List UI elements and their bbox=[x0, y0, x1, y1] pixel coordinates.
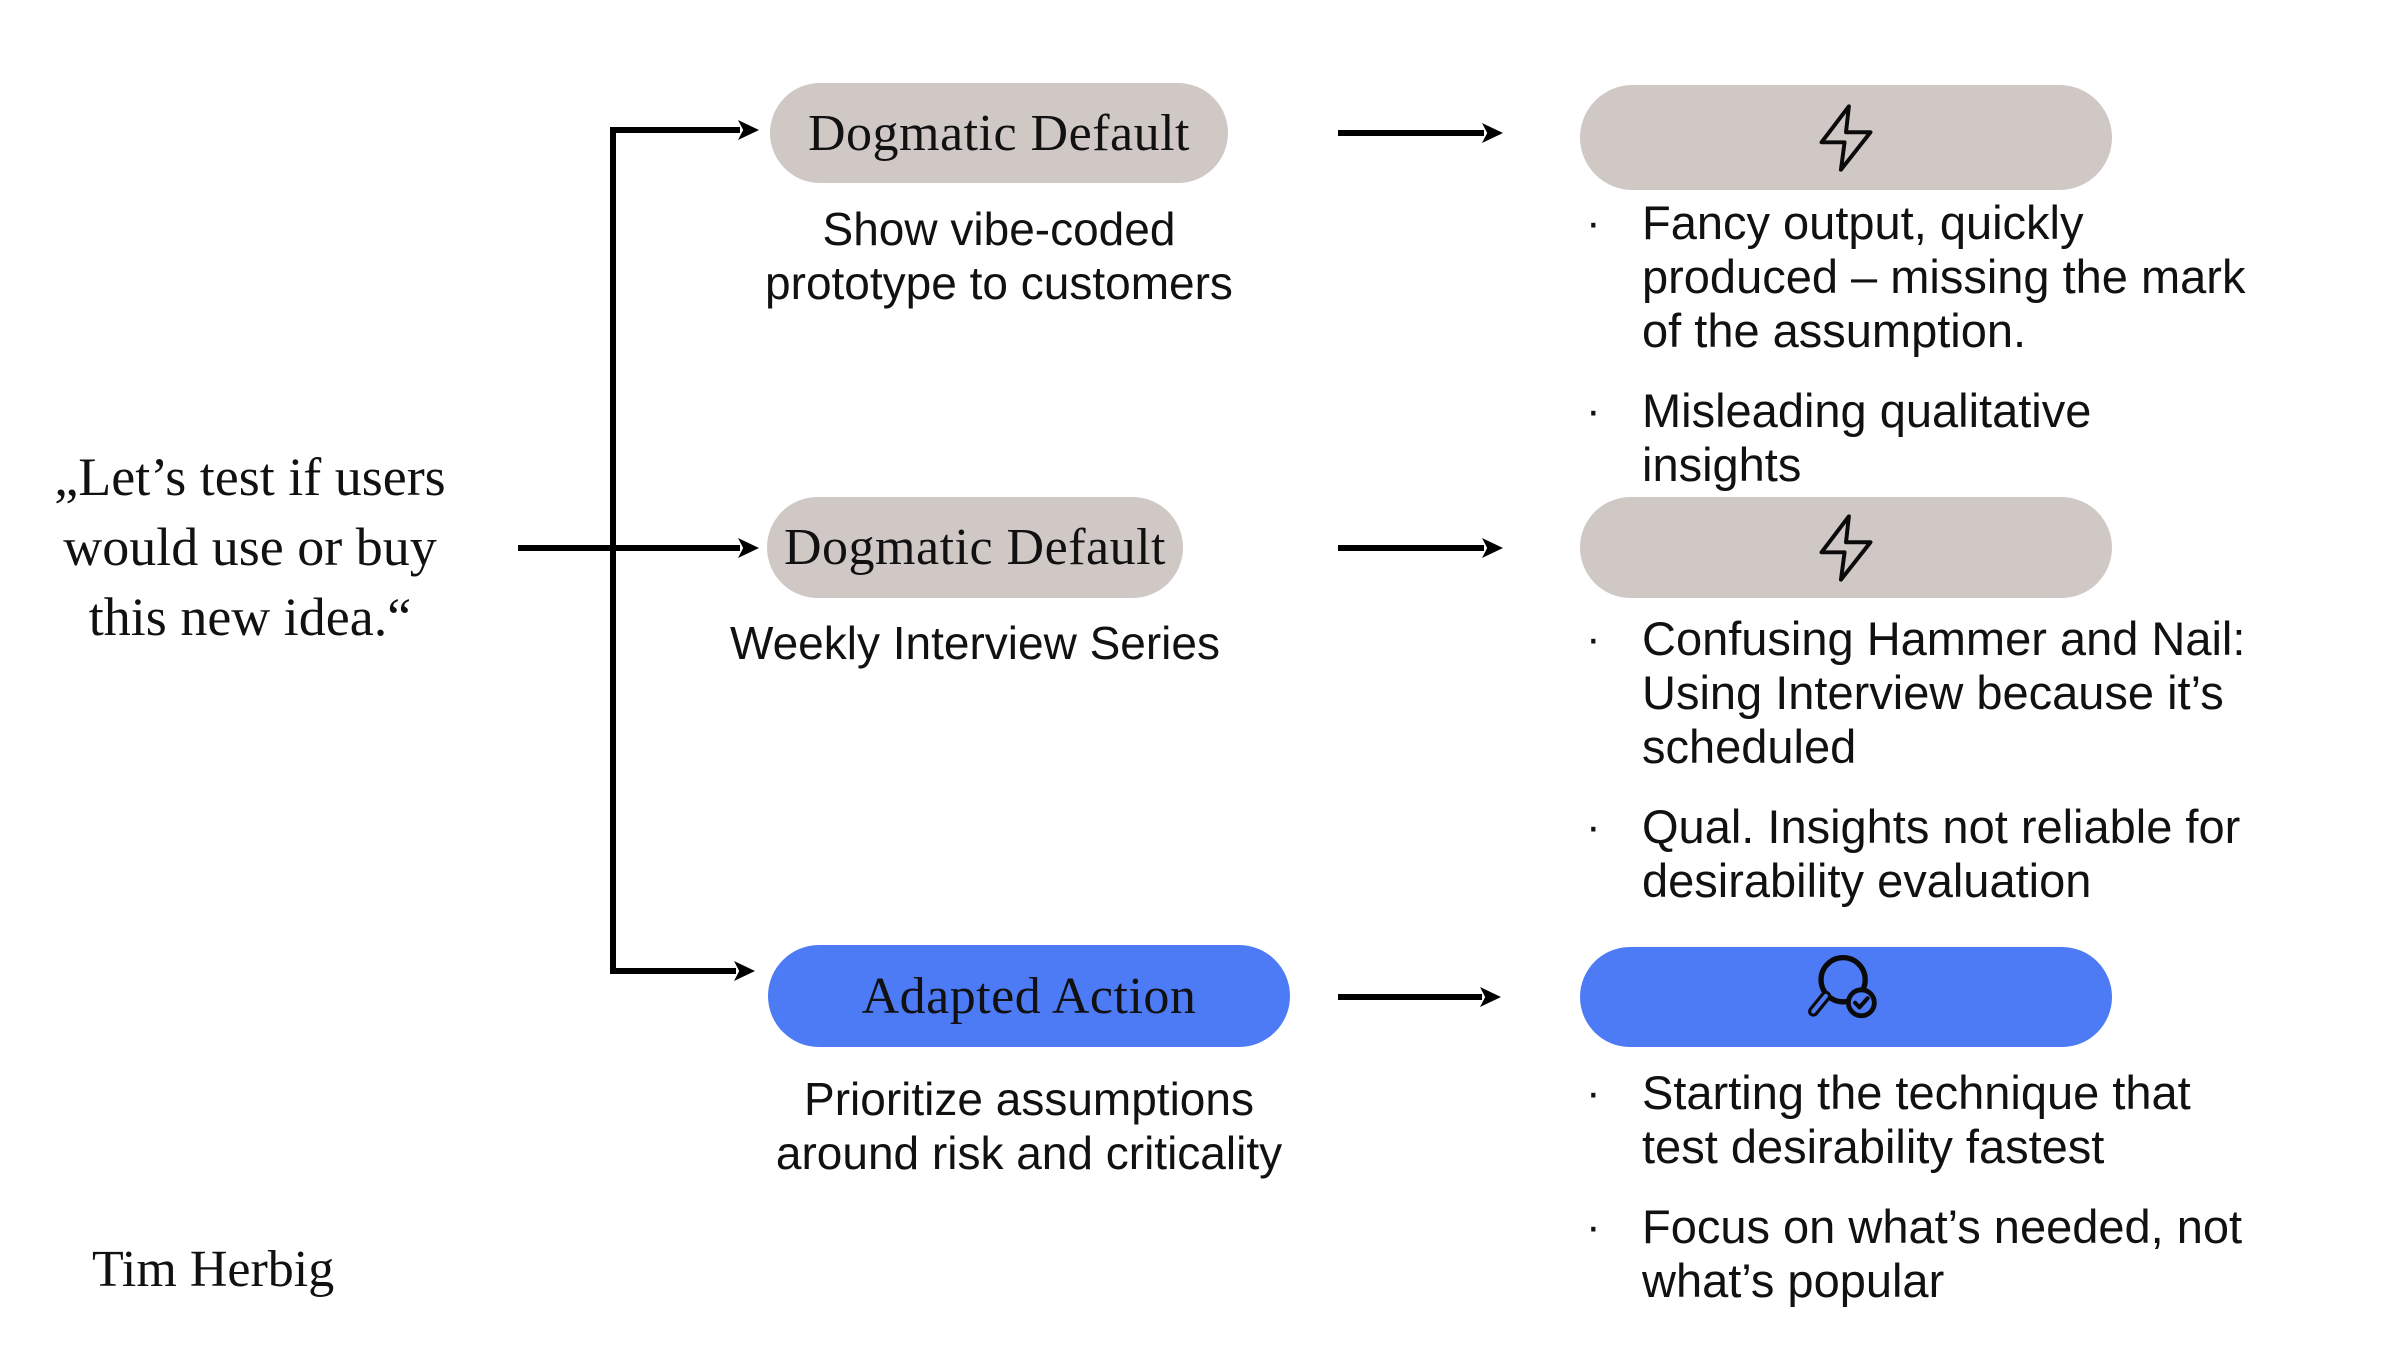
bullet-text: Confusing Hammer and Nail: Using Intervi… bbox=[1642, 612, 2246, 773]
row1-default-pill: Dogmatic Default bbox=[770, 83, 1228, 183]
bullet-dot: · bbox=[1586, 1202, 1601, 1251]
bullet-dot: · bbox=[1586, 386, 1601, 435]
quote-text: „Let’s test if users would use or buy th… bbox=[54, 447, 446, 647]
row2-default-pill: Dogmatic Default bbox=[767, 497, 1183, 598]
row3-pill-label: Adapted Action bbox=[861, 967, 1197, 1025]
list-item: · Starting the technique that test desir… bbox=[1580, 1066, 2380, 1174]
bullet-text: Fancy output, quickly produced – missing… bbox=[1642, 196, 2246, 357]
bullet-dot: · bbox=[1586, 1068, 1601, 1117]
list-item: · Misleading qualitative insights bbox=[1580, 384, 2380, 492]
row3-adapted-pill: Adapted Action bbox=[768, 945, 1290, 1047]
row3-result-pill bbox=[1580, 947, 2112, 1047]
bullet-dot: · bbox=[1586, 198, 1601, 247]
list-item: · Fancy output, quickly produced – missi… bbox=[1580, 196, 2380, 358]
bullet-text: Focus on what’s needed, not what’s popul… bbox=[1642, 1200, 2243, 1307]
list-item: · Confusing Hammer and Nail: Using Inter… bbox=[1580, 612, 2380, 774]
bullet-text: Starting the technique that test desirab… bbox=[1642, 1066, 2191, 1173]
row1-pill-label: Dogmatic Default bbox=[808, 104, 1190, 162]
row2-pill-label: Dogmatic Default bbox=[784, 519, 1166, 576]
row3-bullet-list: · Starting the technique that test desir… bbox=[1580, 1066, 2380, 1308]
magnifier-check-icon bbox=[1808, 955, 1877, 1019]
lightning-icon bbox=[1819, 103, 1873, 172]
list-item: · Qual. Insights not reliable for desira… bbox=[1580, 800, 2380, 908]
list-item: · Focus on what’s needed, not what’s pop… bbox=[1580, 1200, 2380, 1308]
row2-bullet-list: · Confusing Hammer and Nail: Using Inter… bbox=[1580, 612, 2380, 908]
row2-result-pill bbox=[1580, 497, 2112, 598]
row2-caption: Weekly Interview Series bbox=[730, 617, 1220, 669]
bullet-dot: · bbox=[1586, 802, 1601, 851]
bullet-dot: · bbox=[1586, 614, 1601, 663]
bullet-text: Misleading qualitative insights bbox=[1642, 384, 2092, 491]
row1-bullet-list: · Fancy output, quickly produced – missi… bbox=[1580, 196, 2380, 492]
row3-caption: Prioritize assumptions around risk and c… bbox=[775, 1073, 1283, 1179]
row1-result-pill bbox=[1580, 85, 2112, 190]
attribution-text: Tim Herbig bbox=[92, 1241, 335, 1298]
row1-caption: Show vibe-coded prototype to customers bbox=[765, 203, 1233, 309]
lightning-icon bbox=[1819, 513, 1873, 582]
bullet-text: Qual. Insights not reliable for desirabi… bbox=[1642, 800, 2241, 907]
